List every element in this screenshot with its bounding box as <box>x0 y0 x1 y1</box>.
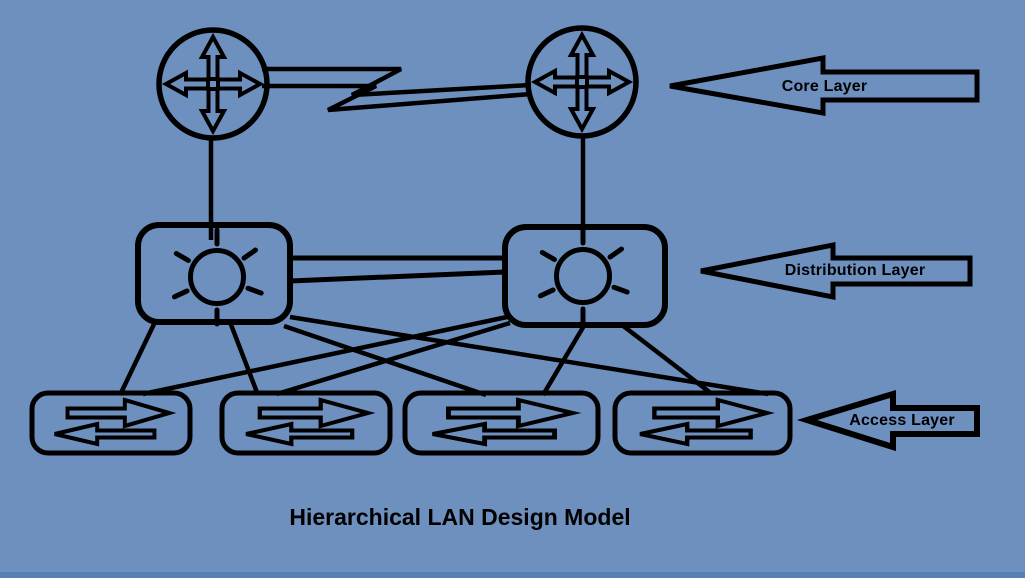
distribution-switch-2 <box>502 224 668 328</box>
switch-arrows-icon <box>640 400 767 444</box>
multilayer-switch-icon <box>174 230 261 324</box>
core-layer-label: Core Layer <box>781 78 868 95</box>
distribution-layer-arrow-icon <box>700 241 973 301</box>
core-router-2 <box>528 28 636 136</box>
router-icon <box>159 30 267 138</box>
access-layer-arrow-icon <box>796 389 980 452</box>
core-layer-arrow-icon <box>669 55 980 116</box>
bottom-edge-strip <box>0 572 1025 578</box>
distribution-to-access-links <box>117 314 769 398</box>
access-switch-1 <box>29 390 193 456</box>
switch-arrows-icon <box>246 400 368 444</box>
access-switch-3 <box>402 390 601 456</box>
lightning-bolt-link-icon <box>262 66 532 113</box>
distribution-layer-label: Distribution Layer <box>784 262 926 279</box>
router-icon <box>528 28 636 136</box>
distribution-switch-1 <box>135 222 293 324</box>
multilayer-switch-icon <box>540 229 627 323</box>
switch-arrows-icon <box>52 398 172 446</box>
core-router-1 <box>159 30 267 138</box>
switch-arrows-icon <box>433 400 573 444</box>
access-switch-4 <box>612 390 793 456</box>
distribution-interlinks <box>289 255 506 284</box>
diagram-title: Hierarchical LAN Design Model <box>289 504 631 530</box>
access-layer-label: Access Layer <box>849 412 955 429</box>
access-switch-2 <box>219 390 393 456</box>
